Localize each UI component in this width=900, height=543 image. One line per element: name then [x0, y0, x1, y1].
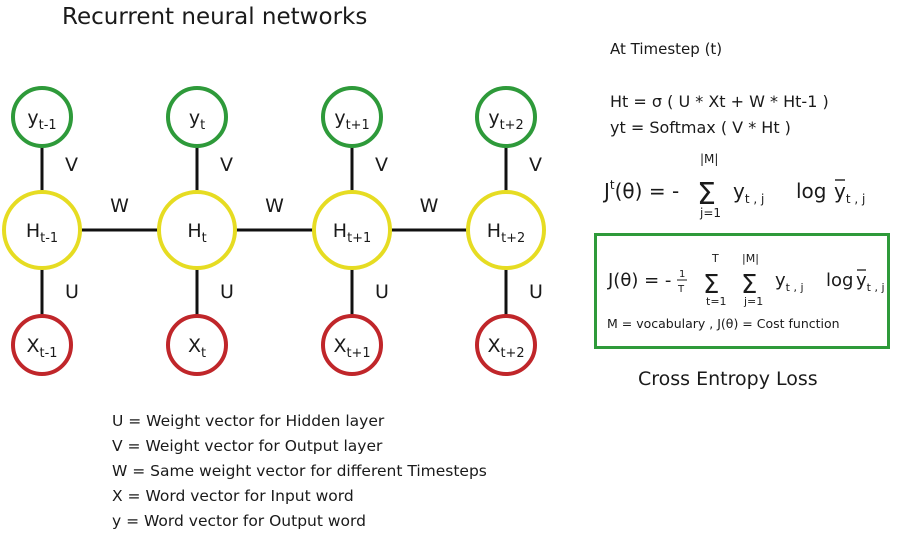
label-v-2: V — [375, 154, 388, 176]
input-node-0-label: Xt-1 — [27, 335, 58, 361]
output-node-2 — [321, 86, 383, 148]
output-node-3 — [475, 86, 537, 148]
edges — [40, 146, 508, 316]
input-node-2 — [321, 314, 383, 376]
legend-item-u: U = Weight vector for Hidden layer — [112, 412, 385, 430]
cost-sigma-1: Σ — [703, 270, 719, 300]
input-node-2-label: Xt+1 — [333, 335, 370, 361]
cost-sigma-2: Σ — [741, 270, 757, 300]
hidden-node-1-label: Ht — [187, 220, 206, 246]
hidden-node-2-label: Ht+1 — [333, 220, 371, 246]
hidden-node-0 — [2, 190, 82, 270]
cost-sum1-bottom: t=1 — [706, 295, 727, 308]
label-w-1: W — [265, 195, 284, 217]
hidden-node-2 — [312, 190, 392, 270]
cost-y: yt , j — [775, 270, 804, 294]
label-u-1: U — [220, 281, 234, 303]
label-v-3: V — [529, 154, 542, 176]
legend-item-v: V = Weight vector for Output layer — [112, 437, 383, 455]
output-node-1 — [166, 86, 228, 148]
cost-ybar: yt , j — [856, 270, 885, 294]
loss-t-log: log — [796, 179, 827, 203]
diagram-title: Recurrent neural networks — [62, 4, 368, 30]
legend-item-x: X = Word vector for Input word — [112, 487, 354, 505]
cost-sum2-bottom: j=1 — [743, 295, 763, 308]
legend-item-y: y = Word vector for Output word — [112, 512, 366, 530]
label-v-0: V — [65, 154, 78, 176]
output-equation: yt = Softmax ( V * Ht ) — [610, 118, 791, 137]
label-u-0: U — [65, 281, 79, 303]
loss-t-lhs: Jt(θ) = - — [602, 178, 679, 203]
hidden-node-3 — [466, 190, 546, 270]
legend: U = Weight vector for Hidden layer V = W… — [112, 409, 487, 534]
hidden-node-1 — [157, 190, 237, 270]
legend-item-w: W = Same weight vector for different Tim… — [112, 462, 487, 480]
cost-note: M = vocabulary , J(θ) = Cost function — [607, 316, 840, 331]
label-w-0: W — [110, 195, 129, 217]
label-u-2: U — [375, 281, 389, 303]
cost-function-box — [594, 233, 890, 349]
cost-frac-num: 1 — [679, 269, 685, 280]
input-node-3 — [475, 314, 537, 376]
loss-t-sum-bottom: j=1 — [699, 206, 721, 220]
output-node-1-label: yt — [189, 107, 205, 133]
box-caption: Cross Entropy Loss — [638, 368, 818, 390]
loss-t-sigma: Σ — [697, 177, 716, 212]
loss-t-sum-top: |M| — [700, 152, 718, 166]
input-node-0 — [11, 314, 73, 376]
hidden-node-3-label: Ht+2 — [487, 220, 525, 246]
label-w-2: W — [420, 195, 439, 217]
hidden-state-equation: Ht = σ ( U * Xt + W * Ht-1 ) — [610, 92, 829, 111]
cost-lhs: J(θ) = - — [607, 270, 671, 291]
hidden-node-0-label: Ht-1 — [26, 220, 58, 246]
output-node-0 — [11, 86, 73, 148]
cost-log: log — [826, 270, 853, 291]
cost-sum2-top: |M| — [742, 252, 759, 265]
weight-labels: V U W V U W V U W V U — [65, 154, 543, 303]
output-node-0-label: yt-1 — [27, 107, 56, 133]
label-v-1: V — [220, 154, 233, 176]
cost-frac-den: T — [677, 284, 685, 295]
timestep-title: At Timestep (t) — [610, 40, 723, 58]
label-u-3: U — [529, 281, 543, 303]
output-node-3-label: yt+2 — [488, 107, 523, 133]
input-node-1 — [166, 314, 228, 376]
cost-sum1-top: T — [711, 252, 719, 265]
loss-t-ybar: yt , j — [834, 179, 865, 206]
input-node-1-label: Xt — [188, 335, 206, 361]
loss-t-y: yt , j — [733, 179, 764, 206]
output-node-2-label: yt+1 — [334, 107, 369, 133]
input-node-3-label: Xt+2 — [487, 335, 524, 361]
